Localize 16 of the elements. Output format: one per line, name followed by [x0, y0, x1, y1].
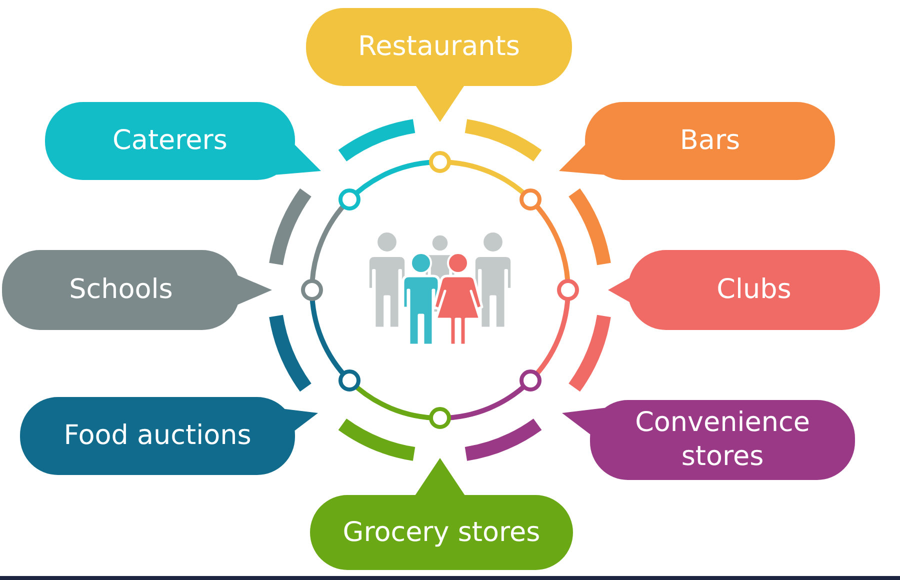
speech-bubble: [562, 400, 855, 480]
bubble-label: Bars: [680, 124, 740, 158]
bubble-label: Grocery stores: [342, 516, 540, 550]
speech-bubble: [306, 8, 572, 122]
bubble-label: Clubs: [716, 273, 792, 307]
bubble-label: Schools: [69, 273, 173, 307]
speech-bubble: [559, 102, 835, 180]
bubble-label: Restaurants: [358, 30, 520, 64]
speech-bubble: [2, 250, 272, 330]
bubble-label: Caterers: [112, 124, 228, 158]
speech-bubble: [310, 458, 573, 570]
bubble-label: Convenience stores: [634, 406, 811, 474]
bubble-label: Food auctions: [64, 419, 252, 453]
speech-bubble: [608, 250, 880, 330]
speech-bubble: [45, 102, 321, 180]
speech-bubble: [20, 397, 318, 475]
